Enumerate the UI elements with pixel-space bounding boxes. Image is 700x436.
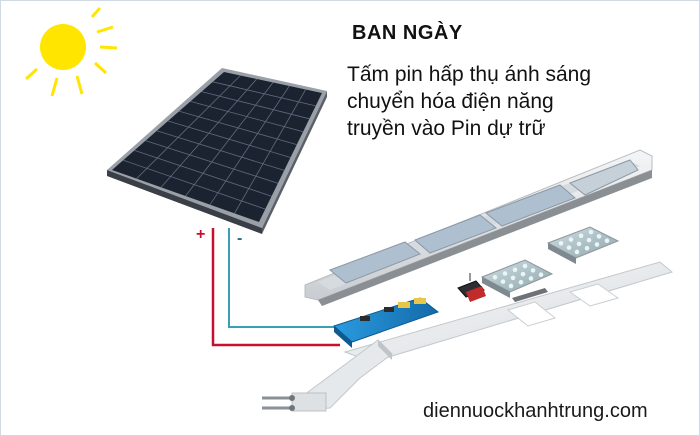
negative-label: -: [237, 230, 243, 247]
led-chip: [578, 233, 584, 239]
led-chip: [520, 271, 526, 277]
led-chip: [500, 279, 506, 284]
description-line-3: truyền vào Pin dự trữ: [347, 117, 546, 140]
led-chip: [586, 237, 592, 243]
panel-cell-line: [234, 89, 307, 214]
panel-cell-line: [185, 82, 274, 197]
led-chip: [576, 241, 582, 247]
description: Tấm pin hấp thụ ánh sáng chuyển hóa điện…: [347, 61, 677, 142]
led-chip: [530, 268, 536, 273]
battery-pack: [457, 273, 486, 302]
led-chip: [518, 279, 524, 285]
description-line-2: chuyển hóa điện năng: [347, 90, 554, 113]
panel-cell-line: [160, 78, 257, 188]
led-chip: [596, 234, 602, 239]
negative-wire: [228, 228, 338, 328]
led-chip: [522, 263, 528, 269]
wiring: [211, 228, 340, 347]
mounting-bracket: [262, 339, 393, 412]
heading-daytime: BAN NGÀY: [352, 22, 463, 44]
led-chip: [492, 274, 498, 280]
panel-cell-line: [209, 85, 290, 205]
led-chip: [594, 242, 600, 247]
sun-icon: [24, 7, 118, 97]
positive-wire: [211, 228, 340, 347]
description-line-1: Tấm pin hấp thụ ánh sáng: [347, 63, 592, 86]
street-light: [262, 149, 674, 412]
led-chip: [538, 272, 544, 278]
led-chip: [584, 245, 590, 251]
led-chip: [604, 238, 610, 244]
led-chip: [528, 276, 534, 281]
led-chip: [558, 240, 564, 246]
led-chip: [574, 249, 580, 255]
led-chip: [568, 237, 574, 242]
solar-panel: [107, 68, 327, 234]
led-chip: [510, 275, 516, 281]
charge-controller: [333, 297, 440, 348]
led-chip: [502, 271, 508, 276]
led-chip: [588, 229, 594, 235]
positive-label: +: [196, 226, 206, 243]
led-chip: [512, 267, 518, 273]
led-module: [480, 259, 554, 298]
led-chip: [508, 283, 514, 289]
panel-cell-line: [136, 75, 241, 179]
led-module-2: [546, 226, 620, 264]
website-watermark: diennuockhanhtrung.com: [423, 400, 648, 422]
led-chip: [566, 245, 572, 250]
